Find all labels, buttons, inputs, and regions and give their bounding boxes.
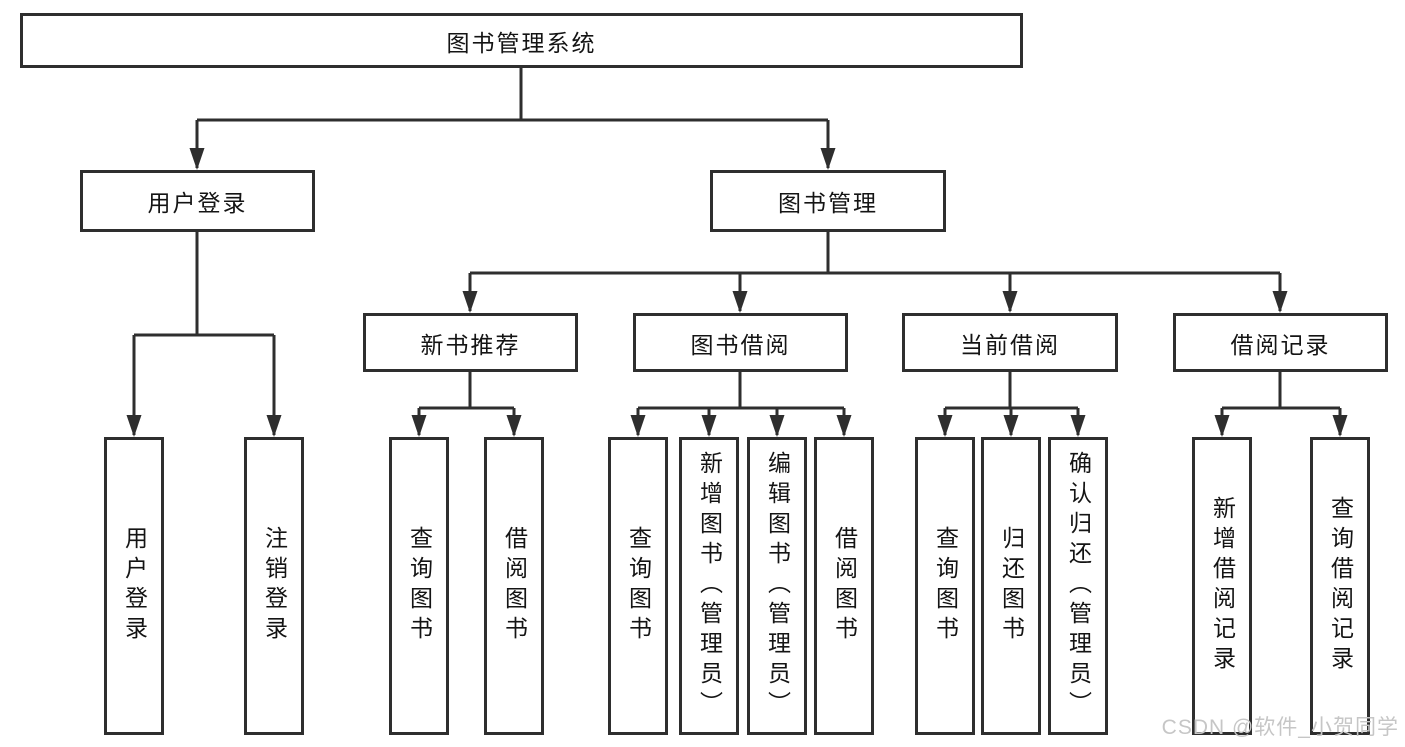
leaf-query-books-current: 查询图书 [915, 437, 975, 735]
node-label: 查询图书 [406, 526, 433, 646]
leaf-add-book-admin: 新增图书（管理员） [679, 437, 739, 735]
node-label: 编辑图书（管理员） [764, 451, 791, 721]
node-current-borrow: 当前借阅 [902, 313, 1118, 372]
leaf-confirm-return-admin: 确认归还（管理员） [1048, 437, 1108, 735]
node-label: 图书管理系统 [446, 29, 597, 56]
edge-new-book-recommend-subtree [417, 372, 516, 435]
leaf-return-book: 归还图书 [981, 437, 1041, 735]
node-label: 图书借阅 [690, 331, 791, 358]
node-label: 注销登录 [261, 526, 288, 646]
node-label: 用户登录 [147, 190, 248, 216]
edge-root-to-level2 [195, 68, 830, 168]
node-label: 查询图书 [625, 526, 652, 646]
leaf-logout: 注销登录 [244, 437, 304, 735]
node-label: 归还图书 [998, 526, 1025, 646]
node-label: 借阅图书 [831, 526, 858, 646]
node-label: 新增借阅记录 [1209, 496, 1236, 676]
leaf-query-borrow-record: 查询借阅记录 [1310, 437, 1370, 735]
edge-book-borrow-subtree [636, 372, 846, 435]
node-label: 查询图书 [932, 526, 959, 646]
node-book-borrow: 图书借阅 [633, 313, 848, 372]
node-label: 新增图书（管理员） [696, 451, 723, 721]
node-label: 新书推荐 [420, 331, 521, 358]
node-root: 图书管理系统 [20, 13, 1023, 68]
edge-book-management-to-level3 [468, 232, 1282, 311]
leaf-query-books-recommend: 查询图书 [389, 437, 449, 735]
leaf-user-login: 用户登录 [104, 437, 164, 735]
edge-borrow-records-subtree [1220, 372, 1342, 435]
node-label: 确认归还（管理员） [1065, 451, 1092, 721]
leaf-add-borrow-record: 新增借阅记录 [1192, 437, 1252, 735]
node-label: 借阅记录 [1230, 331, 1331, 358]
node-label: 查询借阅记录 [1327, 496, 1354, 676]
node-borrow-records: 借阅记录 [1173, 313, 1388, 372]
node-label: 当前借阅 [960, 331, 1060, 358]
edge-user-login-subtree [132, 232, 276, 435]
node-label: 图书管理 [778, 190, 878, 216]
leaf-borrow-books: 借阅图书 [814, 437, 874, 735]
leaf-query-books-borrow: 查询图书 [608, 437, 668, 735]
leaf-borrow-books-recommend: 借阅图书 [484, 437, 544, 735]
node-book-management: 图书管理 [710, 170, 946, 232]
node-user-login: 用户登录 [80, 170, 315, 232]
node-new-book-recommend: 新书推荐 [363, 313, 578, 372]
watermark: CSDN @软件_小贺同学 [1161, 716, 1399, 739]
node-label: 借阅图书 [501, 526, 528, 646]
node-label: 用户登录 [121, 526, 148, 646]
leaf-edit-book-admin: 编辑图书（管理员） [747, 437, 807, 735]
